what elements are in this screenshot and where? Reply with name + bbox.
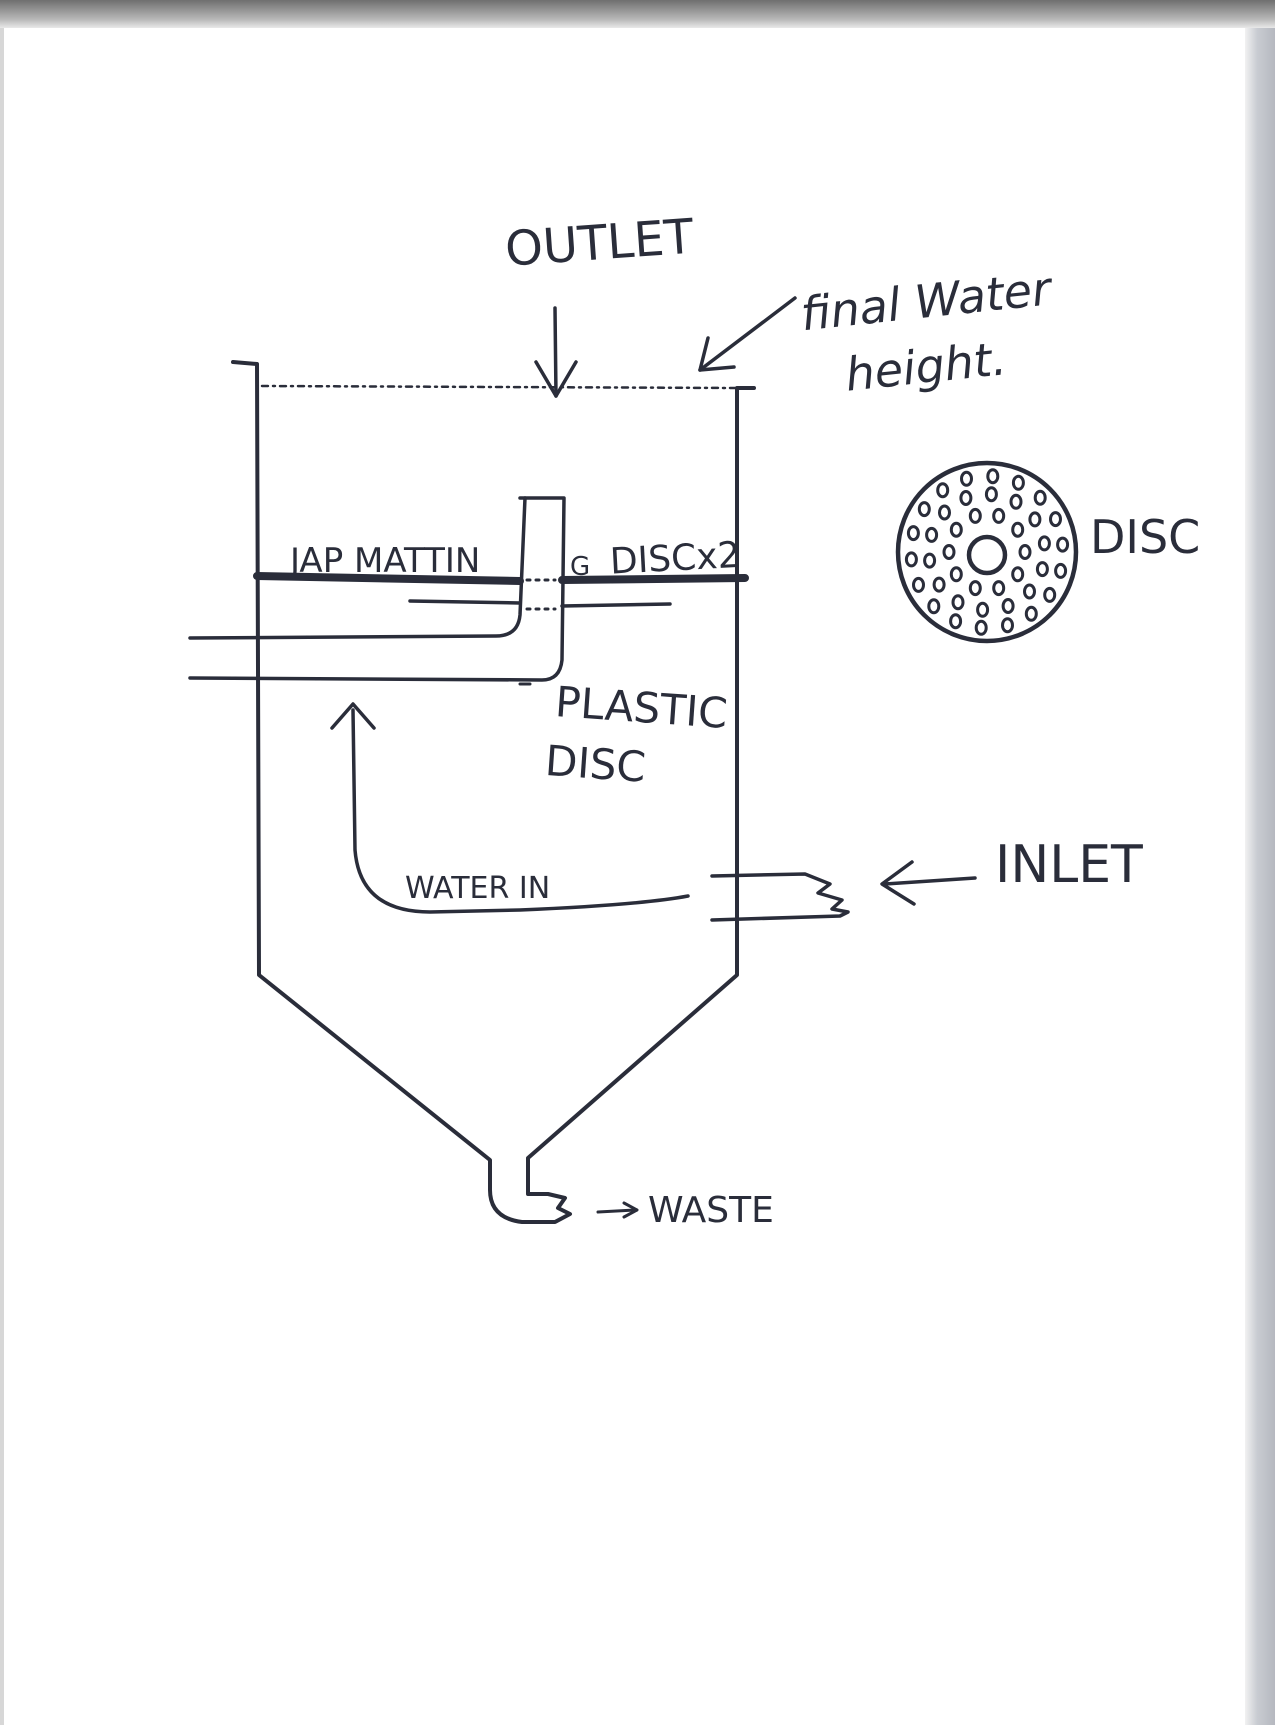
disc-hole (936, 482, 950, 499)
inlet-arrow (880, 860, 977, 906)
jap-matting-discs (253, 572, 749, 611)
jap-matting-label: JAP MATTIN (288, 541, 480, 581)
disc-hole (1056, 536, 1070, 553)
disc-hole (912, 576, 925, 593)
water-in-label: WATER IN (405, 871, 550, 906)
scanner-top-edge (0, 0, 1275, 28)
outlet-pipe (188, 496, 566, 686)
disc-hole (1001, 598, 1015, 614)
disc-hole (938, 504, 951, 521)
disc-hole (1037, 535, 1051, 552)
disc-hole (976, 601, 990, 618)
final-water-height-label-2: height. (843, 331, 1009, 402)
disc-hole (1011, 521, 1025, 538)
disc-hole (992, 580, 1006, 597)
disc-hole (1024, 605, 1038, 622)
tank-outline (231, 360, 756, 1224)
plastic-disc-label-1: PLASTIC (554, 677, 729, 738)
disc-hole (1049, 511, 1062, 528)
water-height-arrow (698, 296, 797, 372)
scanner-left-edge (0, 28, 4, 1725)
disc-hole (949, 566, 963, 583)
disc-hole (1023, 583, 1036, 600)
disc-hole (1009, 493, 1023, 510)
disc-hole (959, 490, 973, 506)
inlet-label: INLET (995, 835, 1143, 895)
inlet-pipe (710, 872, 850, 922)
water-in-arrow (330, 702, 690, 914)
jap-matting-g-label: G (570, 552, 590, 582)
disc-hole (1028, 511, 1042, 528)
disc-hole (1033, 489, 1047, 506)
disc-hole (1001, 617, 1014, 634)
disc-x2-label: DISCx2 (609, 535, 742, 583)
disc-hole (960, 470, 973, 487)
disc-hole (923, 552, 937, 569)
disc-hole (968, 580, 982, 597)
waste-label: WASTE (648, 1190, 774, 1231)
disc-hole (951, 594, 965, 611)
disc-hole (1035, 561, 1049, 578)
disc-hole (949, 521, 963, 538)
disc-hole (927, 598, 941, 615)
disc-hole (906, 525, 920, 542)
disc-hole (932, 576, 946, 593)
disc-hole (917, 501, 931, 518)
disc-hole (1011, 474, 1025, 491)
disc-hole (968, 507, 982, 524)
disc-detail (895, 460, 1079, 644)
disc-hole (942, 544, 956, 560)
disc-hole (949, 613, 963, 630)
disc-hole (984, 486, 998, 503)
disc-hole (1018, 544, 1032, 560)
disc-hole (992, 507, 1006, 524)
outlet-label: OUTLET (503, 209, 696, 278)
disc-label: DISC (1090, 510, 1200, 564)
disc-hole (904, 551, 918, 568)
disc-hole (1011, 566, 1025, 583)
disc-hole (974, 619, 988, 636)
disc-hole (986, 468, 1000, 485)
final-water-height-label-1: final Water (798, 261, 1056, 341)
waste-arrow (596, 1201, 639, 1219)
scanner-right-edge (1245, 28, 1275, 1725)
disc-hole (1043, 586, 1057, 603)
plastic-disc-label-2: DISC (544, 736, 648, 792)
disc-hole (925, 526, 939, 543)
disc-hole (1054, 562, 1068, 579)
outlet-arrow (534, 306, 578, 398)
final-water-height-line (260, 384, 737, 390)
